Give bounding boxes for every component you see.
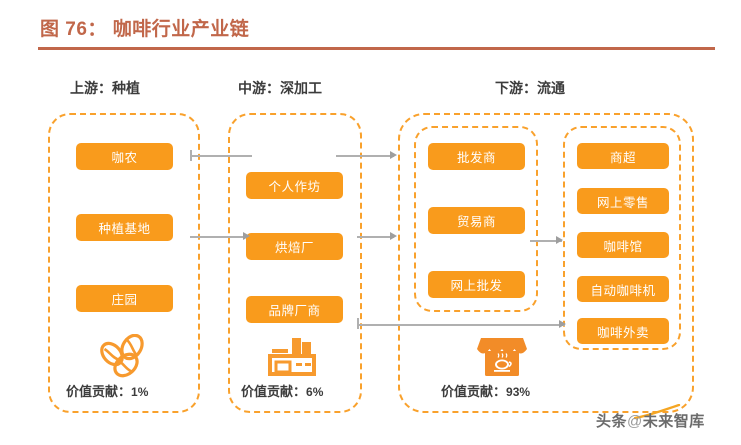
upstream-container xyxy=(48,113,200,413)
title-divider xyxy=(38,47,715,50)
node-plantation-base[interactable]: 种植基地 xyxy=(76,214,173,241)
node-online-wholesale[interactable]: 网上批发 xyxy=(428,271,525,298)
node-estate[interactable]: 庄园 xyxy=(76,285,173,312)
node-brand-manufacturer[interactable]: 品牌厂商 xyxy=(246,296,343,323)
stage-header-midstream: 中游：深加工 xyxy=(238,80,322,96)
stage-header-upstream: 上游：种植 xyxy=(70,80,140,96)
midstream-container xyxy=(228,113,362,413)
downstream-container xyxy=(398,113,694,413)
coffee-beans-icon xyxy=(96,333,152,383)
arrow-brand-tail xyxy=(357,318,359,329)
arrow-wholesale-to-retail xyxy=(530,240,562,242)
arrow-wholesale-to-retail-head xyxy=(556,236,563,244)
downstream-wholesale-group xyxy=(414,126,538,312)
arrow-roast-to-trader-head xyxy=(390,232,397,240)
value-contribution-downstream: 价值贡献：93% xyxy=(441,381,530,400)
node-coffee-farmer[interactable]: 咖农 xyxy=(76,143,173,170)
arrow-roast-to-trader xyxy=(357,236,394,238)
node-trader[interactable]: 贸易商 xyxy=(428,207,525,234)
watermark-prefix: 头条 xyxy=(596,413,628,430)
value-contribution-upstream: 价值贡献：1% xyxy=(66,381,148,400)
value-pct-upstream: 1% xyxy=(131,385,149,399)
arrow-base-to-roast-head xyxy=(243,232,250,240)
stage-header-downstream: 下游：流通 xyxy=(495,80,565,96)
watermark-suffix: 未来智库 xyxy=(642,413,705,430)
value-label-midstream: 价值贡献： xyxy=(241,384,307,399)
node-supermarket[interactable]: 商超 xyxy=(577,143,669,169)
watermark: 头条@未来智库 xyxy=(596,410,705,431)
value-pct-midstream: 6% xyxy=(306,385,324,399)
figure-title: 图 76： 咖啡行业产业链 xyxy=(40,19,250,40)
arrow-brand-to-retail-head xyxy=(559,320,566,328)
value-label-upstream: 价值贡献： xyxy=(66,384,132,399)
value-label-downstream: 价值贡献： xyxy=(441,384,507,399)
node-vending-machine[interactable]: 自动咖啡机 xyxy=(577,276,669,302)
watermark-swoosh-icon xyxy=(634,404,681,420)
coffee-shop-icon xyxy=(477,334,527,383)
node-wholesaler[interactable]: 批发商 xyxy=(428,143,525,170)
value-contribution-midstream: 价值贡献：6% xyxy=(241,381,323,400)
value-pct-downstream: 93% xyxy=(506,385,531,399)
node-online-retail[interactable]: 网上零售 xyxy=(577,188,669,214)
arrow-farmer-to-workshop xyxy=(190,155,252,157)
node-coffee-house[interactable]: 咖啡馆 xyxy=(577,232,669,258)
factory-icon xyxy=(266,336,318,383)
downstream-retail-group xyxy=(563,126,681,350)
arrow-workshop-to-wholesale xyxy=(336,155,394,157)
node-coffee-delivery[interactable]: 咖啡外卖 xyxy=(577,318,669,344)
arrow-workshop-to-wholesale-head xyxy=(390,151,397,159)
arrow-brand-to-retail xyxy=(357,324,565,326)
arrow-base-to-roast xyxy=(190,236,245,238)
node-personal-workshop[interactable]: 个人作坊 xyxy=(246,172,343,199)
node-roasting-plant[interactable]: 烘焙厂 xyxy=(246,233,343,260)
watermark-at: @ xyxy=(627,413,643,430)
